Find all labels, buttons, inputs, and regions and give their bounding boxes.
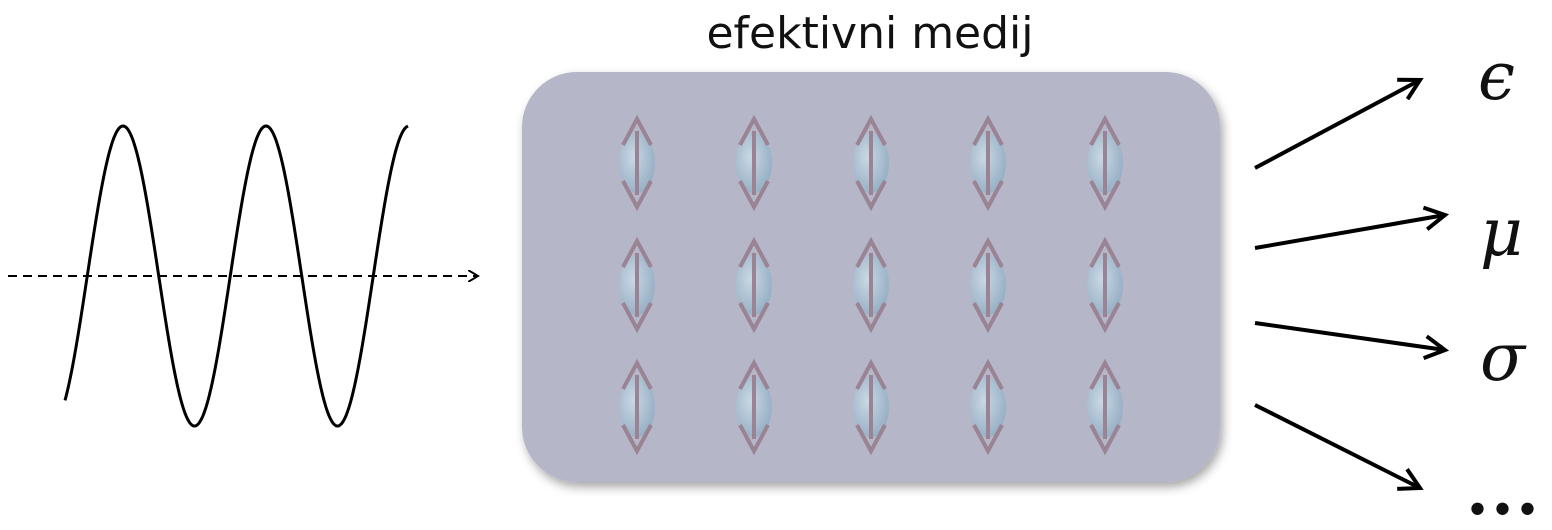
dipole [619,114,655,212]
dipole [853,114,889,212]
dipole [736,236,772,334]
parameter-mu: μ [1480,194,1523,271]
parameter-more: ... [1466,452,1541,530]
dipole [619,236,655,334]
output-arrow-epsilon [1254,80,1420,170]
dipole [1087,236,1123,334]
dipole [970,114,1006,212]
output-arrow-sigma [1254,321,1445,350]
dipole [736,114,772,212]
dipole [853,358,889,456]
dipole [853,236,889,334]
incoming-wave [63,124,409,428]
dipole [619,358,655,456]
output-arrow-mu [1254,215,1445,250]
dipole [736,358,772,456]
dipole-grid [619,114,1123,456]
dipole [970,358,1006,456]
dipole [1087,114,1123,212]
parameter-sigma: σ [1480,319,1526,396]
parameter-epsilon: ϵ [1478,38,1515,115]
dipole [1087,358,1123,456]
medium-title: efektivni medij [706,8,1034,59]
output-arrow-more [1254,403,1420,488]
dipole [970,236,1006,334]
